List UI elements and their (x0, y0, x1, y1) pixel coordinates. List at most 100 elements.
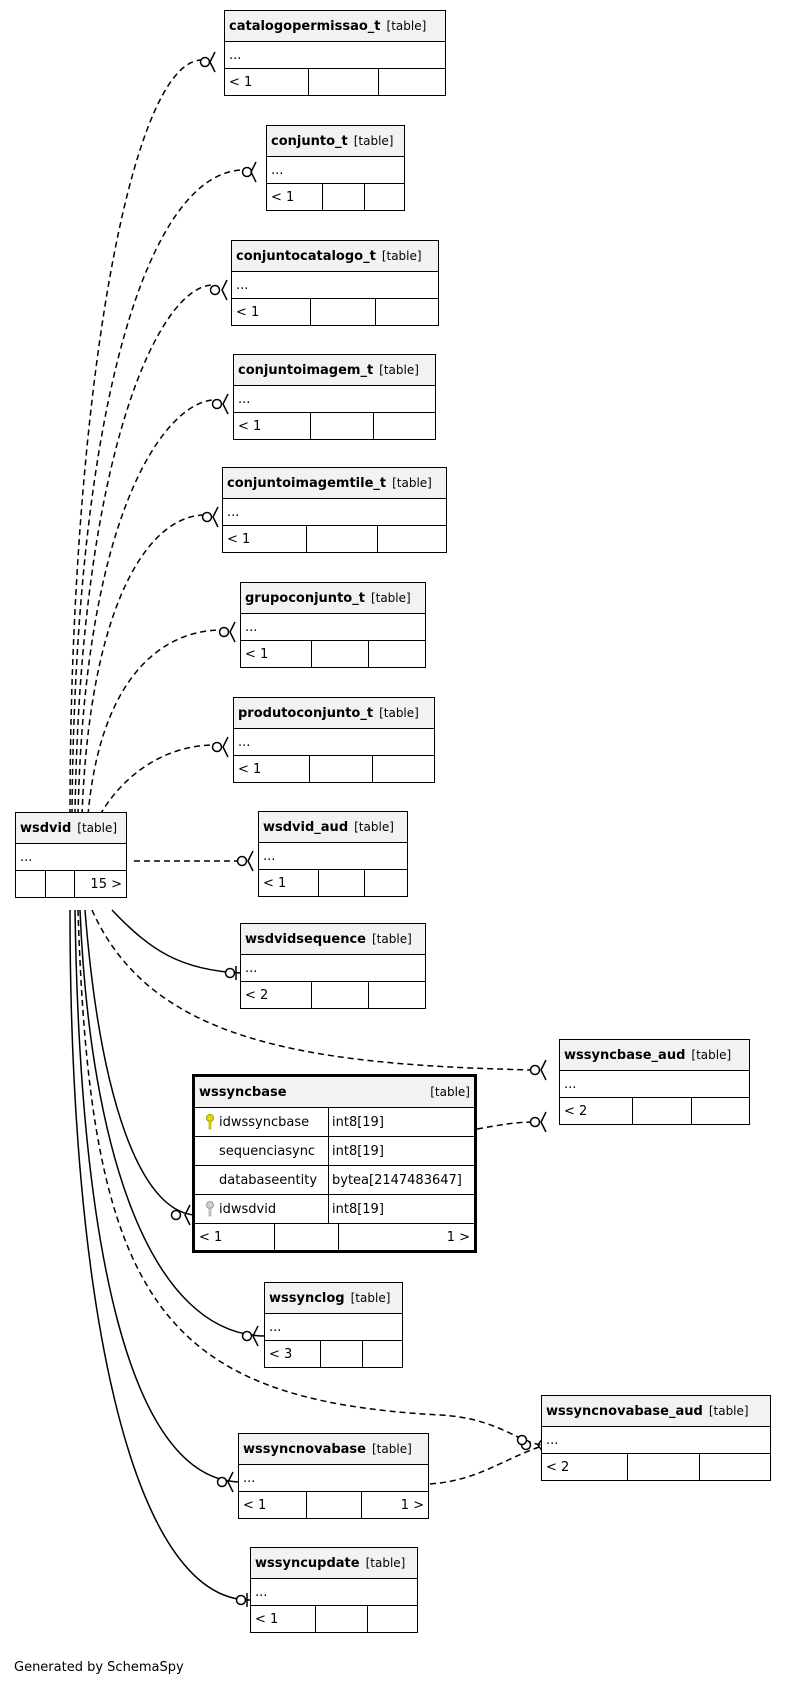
column-row: idwsdvid int8[19] (195, 1195, 474, 1224)
foreign-key-icon (201, 1201, 219, 1217)
table-produtoconjunto-t[interactable]: produtoconjunto_t[table] ... < 1 (233, 697, 435, 783)
foot-columns (628, 1454, 700, 1480)
foot-children: 1 > (400, 1497, 424, 1513)
edge-conjuntocatalogo (74, 284, 214, 816)
table-type-label: [table] (372, 932, 412, 946)
foot-columns (309, 69, 379, 95)
edge-conjuntoimagemtile (81, 514, 206, 816)
edge-wssynclog (79, 909, 266, 1337)
foot-parents: < 2 (241, 982, 312, 1008)
foot-parents (16, 871, 46, 897)
foot-children (365, 184, 404, 210)
table-wssyncupdate[interactable]: wssyncupdate[table] ... < 1 (250, 1547, 418, 1633)
foot-columns (321, 1341, 363, 1367)
foot-columns (316, 1606, 368, 1632)
column-name: idwsdvid (219, 1201, 277, 1217)
table-type-label: [table] (392, 476, 432, 490)
foot-children: 1 > (446, 1229, 470, 1245)
edge-wsdvidsequence (111, 909, 241, 974)
foot-children (376, 299, 438, 325)
table-wssyncnovabase-aud[interactable]: wssyncnovabase_aud[table] ... < 2 (541, 1395, 771, 1481)
table-type-label: [table] (372, 1442, 412, 1456)
table-body: ... (542, 1427, 770, 1454)
foot-parents: < 1 (195, 1224, 275, 1250)
table-conjunto-t[interactable]: conjunto_t[table] ... < 1 (266, 125, 405, 211)
foot-columns (310, 756, 373, 782)
column-name: databaseentity (219, 1172, 318, 1188)
table-body: ... (251, 1579, 417, 1606)
foot-columns (307, 526, 378, 552)
edge-grupoconjunto (87, 629, 223, 816)
edge-conjunto (71, 169, 245, 816)
table-grupoconjunto-t[interactable]: grupoconjunto_t[table] ... < 1 (240, 582, 426, 668)
foot-parents: < 1 (259, 870, 319, 896)
column-type: int8[19] (332, 1143, 384, 1159)
table-name: wssyncnovabase (243, 1441, 366, 1457)
table-type-label: [table] (350, 1291, 391, 1305)
foot-columns (46, 871, 75, 897)
table-conjuntocatalogo-t[interactable]: conjuntocatalogo_t[table] ... < 1 (231, 240, 439, 326)
foot-columns (312, 982, 369, 1008)
table-wssyncbase-aud[interactable]: wssyncbase_aud[table] ... < 2 (559, 1039, 750, 1125)
table-wssyncbase[interactable]: wssyncbase[table] idwssyncbase int8[19] … (192, 1074, 477, 1253)
foot-parents: < 3 (265, 1341, 321, 1367)
foot-children (363, 1341, 402, 1367)
table-name: grupoconjunto_t (245, 590, 365, 606)
table-name: wsdvid (20, 820, 72, 836)
table-body: ... (223, 499, 446, 526)
table-type-label: [table] (353, 134, 394, 148)
foot-children (365, 870, 407, 896)
foot-children (692, 1098, 749, 1124)
foot-children (379, 69, 445, 95)
table-name: conjuntocatalogo_t (236, 248, 376, 264)
edge-wssyncbase (84, 909, 195, 1216)
table-name: wsdvidsequence (245, 931, 366, 947)
table-wsdvidsequence[interactable]: wsdvidsequence [table] ... < 2 (240, 923, 426, 1009)
column-row: idwssyncbase int8[19] (195, 1108, 474, 1137)
table-body: ... (225, 42, 445, 69)
table-catalogopermissao-t[interactable]: catalogopermissao_t[table] ... < 1 (224, 10, 446, 96)
foot-parents: < 1 (241, 641, 312, 667)
column-type: int8[19] (332, 1201, 384, 1217)
table-conjuntoimagem-t[interactable]: conjuntoimagem_t[table] ... < 1 (233, 354, 436, 440)
column-type: bytea[2147483647] (332, 1172, 462, 1188)
table-body: ... (259, 843, 407, 870)
foot-children (374, 413, 435, 439)
table-name: conjuntoimagemtile_t (227, 475, 387, 491)
table-name: wsdvid_aud (263, 819, 349, 835)
foot-children (378, 526, 446, 552)
edge-wssyncbase-to-aud (476, 1121, 536, 1130)
edge-conjuntoimagem (77, 399, 216, 816)
table-name: wssyncupdate (255, 1555, 360, 1571)
table-conjuntoimagemtile-t[interactable]: conjuntoimagemtile_t[table] ... < 1 (222, 467, 447, 553)
table-wsdvid[interactable]: wsdvid[table] ... 15 > (15, 812, 127, 898)
table-wssynclog[interactable]: wssynclog [table] ... < 3 (264, 1282, 403, 1368)
foot-parents: < 1 (239, 1492, 307, 1518)
table-type-label: [table] (379, 706, 419, 720)
column-name: sequenciasync (219, 1143, 316, 1159)
foot-children (369, 982, 425, 1008)
table-name: wssyncnovabase_aud (546, 1403, 703, 1419)
table-body: ... (560, 1071, 749, 1098)
foot-columns (633, 1098, 692, 1124)
table-type-label: [table] (430, 1085, 470, 1099)
foot-columns (319, 870, 365, 896)
foot-parents: < 1 (234, 413, 311, 439)
foot-columns (307, 1492, 362, 1518)
foot-children (369, 641, 425, 667)
primary-key-icon (201, 1114, 219, 1130)
foot-parents: < 2 (560, 1098, 633, 1124)
foot-parents: < 1 (232, 299, 311, 325)
foot-parents: < 2 (542, 1454, 628, 1480)
column-type: int8[19] (332, 1114, 384, 1130)
table-body: ... (234, 386, 435, 413)
column-name: idwssyncbase (219, 1114, 310, 1130)
table-body: ... (265, 1314, 402, 1341)
column-row: databaseentity bytea[2147483647] (195, 1166, 474, 1195)
table-body: ... (232, 272, 438, 299)
table-body: ... (241, 955, 425, 982)
table-name: wssynclog (269, 1290, 345, 1306)
table-wsdvid-aud[interactable]: wsdvid_aud[table] ... < 1 (258, 811, 408, 897)
